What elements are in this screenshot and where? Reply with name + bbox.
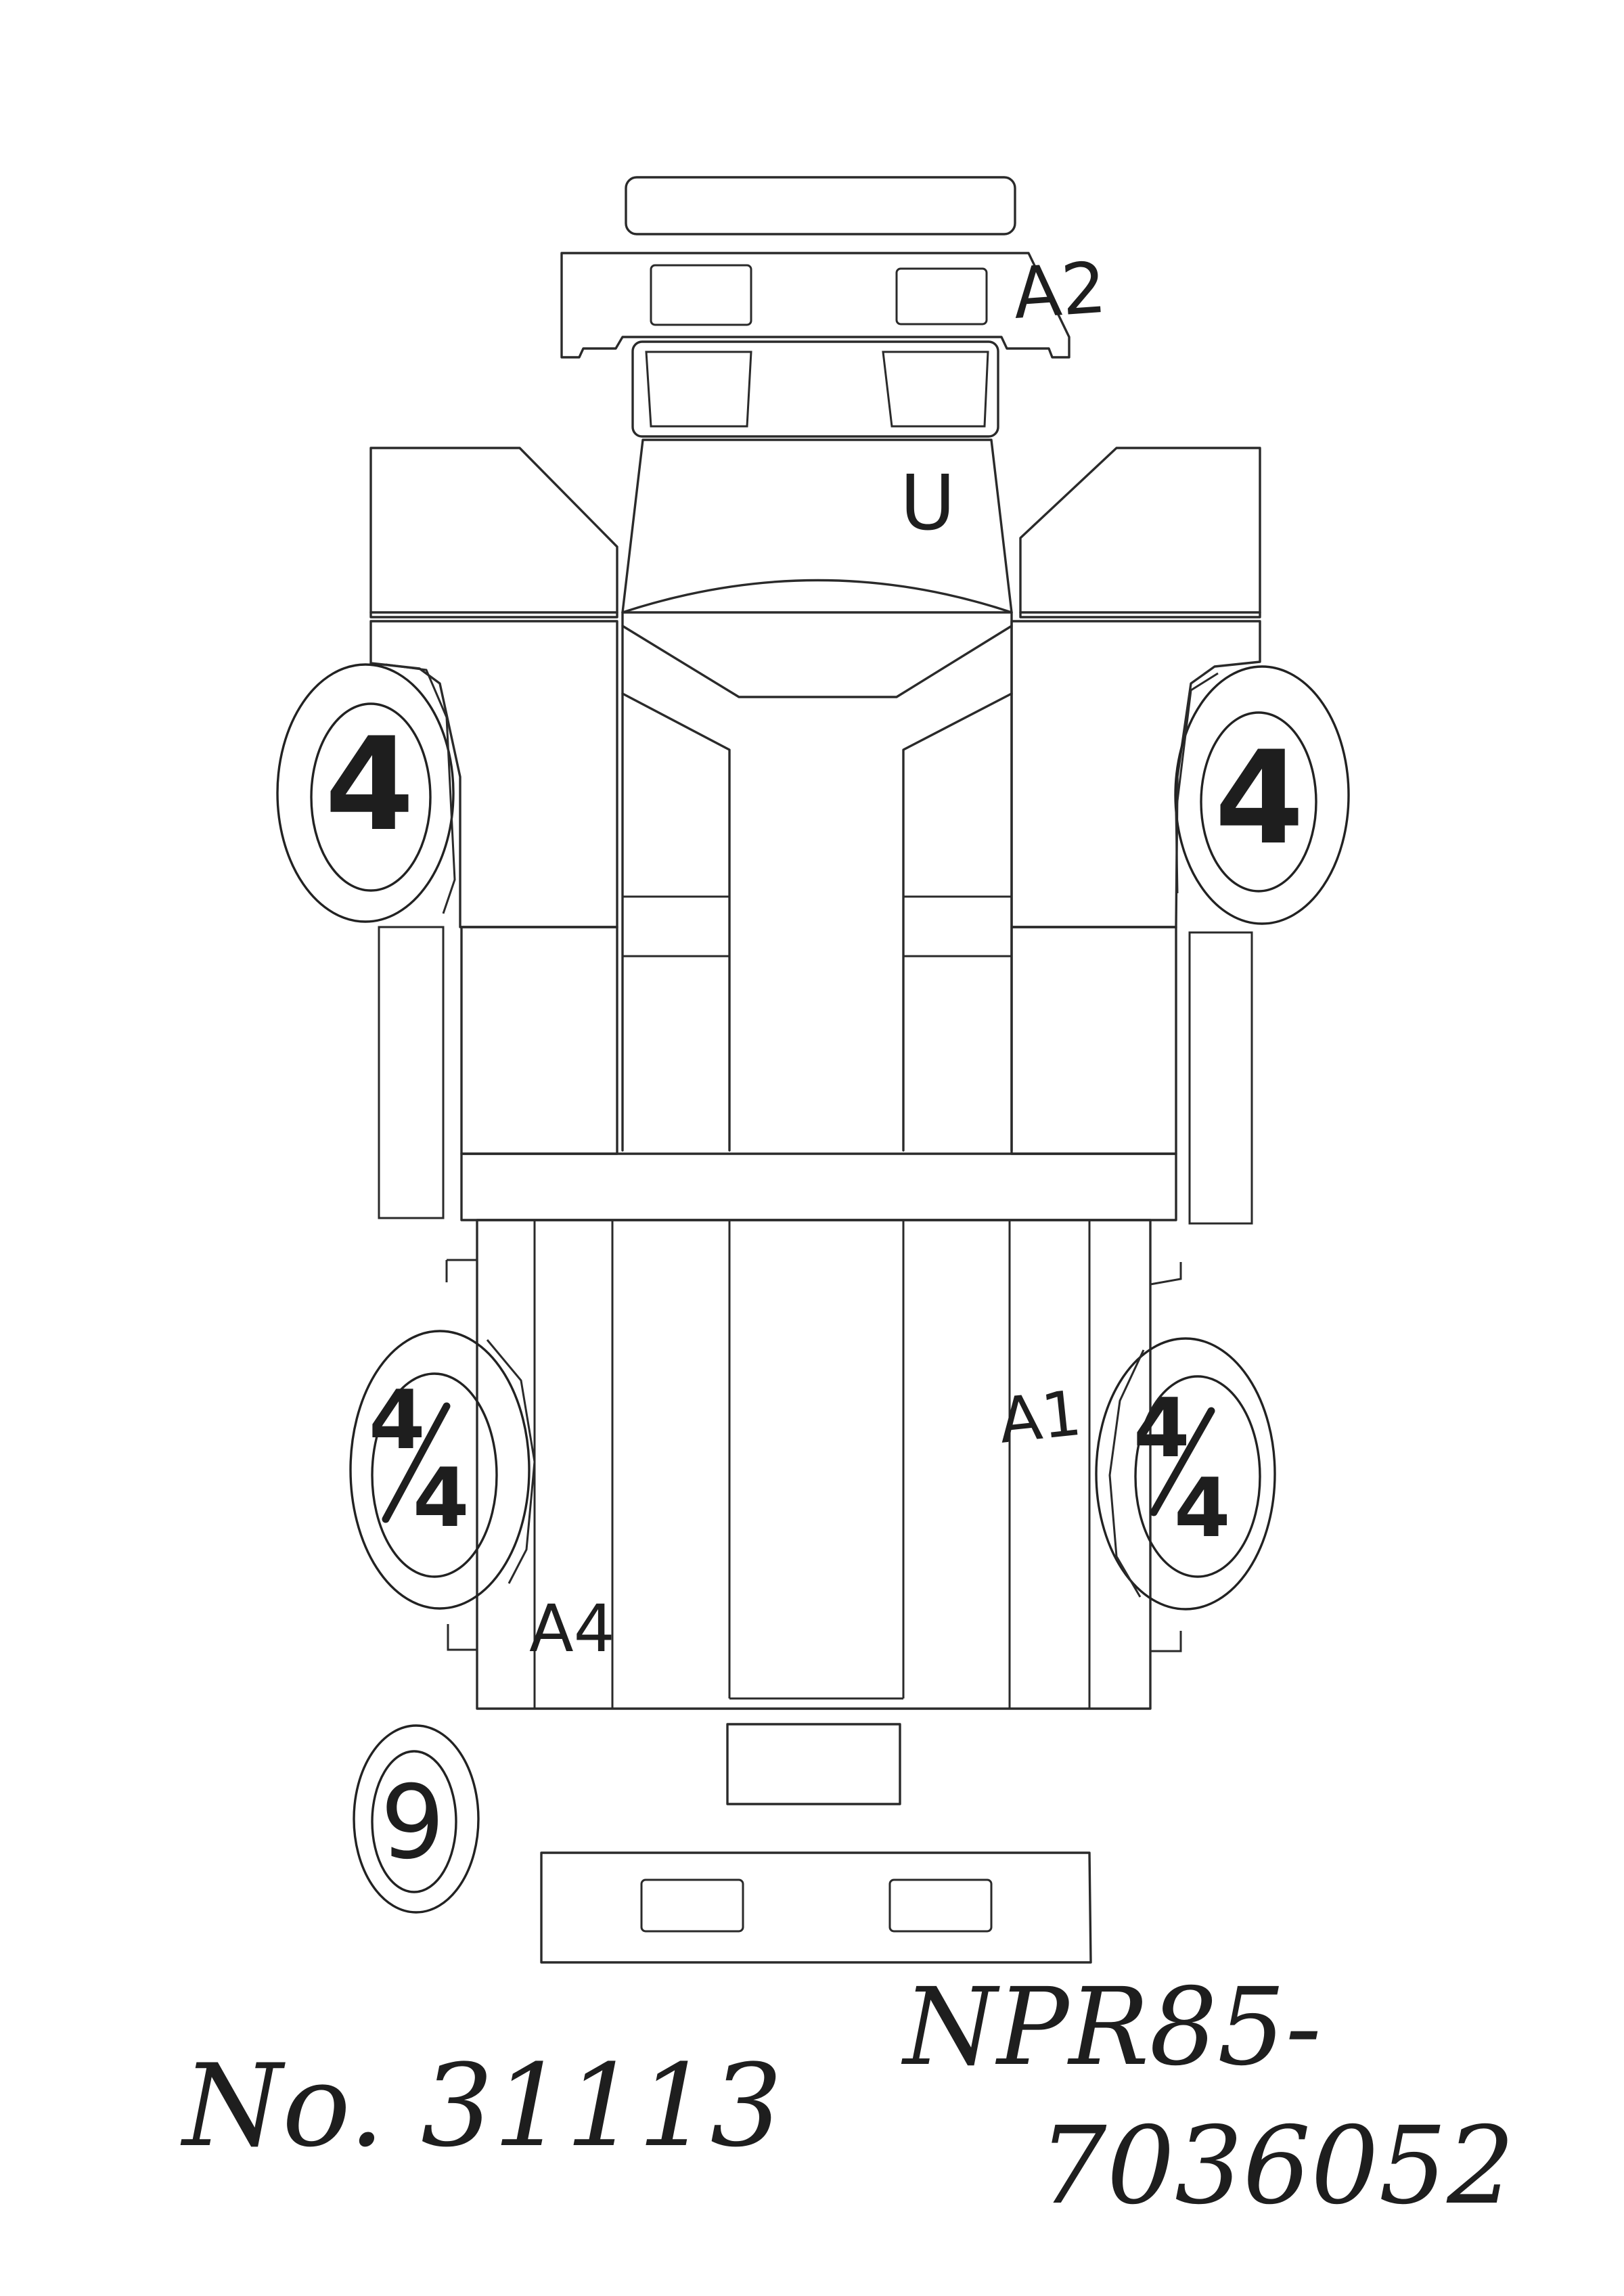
rear-bumper [540,1851,1092,1964]
rear-left-tire-bottom: 4 [413,1451,470,1546]
front-right-tire-grade: 4 [1215,723,1304,873]
front-bumper-top [625,176,1016,235]
headlight-right [895,267,988,325]
rear-left-tire-grade: 4 4 [369,1374,470,1546]
front-grille-panel [560,252,1070,359]
front-bumper-code: A2 [1010,246,1108,335]
rear-hitch-plate [726,1723,901,1805]
rear-right-wheel [1095,1337,1276,1611]
rear-left-body-code: A4 [529,1591,615,1667]
spare-tire [353,1724,480,1914]
chassis-number-line2: 7036052 [1039,2104,1515,2228]
hood-code: U [900,459,955,547]
windshield-right [882,351,989,428]
rear-right-tire-bottom: 4 [1174,1462,1231,1556]
frame-center-spine [621,625,1013,1152]
spare-tire-grade: 9 [380,1764,445,1882]
headlight-left [650,264,752,326]
taillight-left [640,1878,744,1933]
cross-member [460,1152,1177,1221]
front-left-wheel [276,663,456,923]
rear-right-body-code: A1 [995,1377,1085,1458]
rear-left-wheel [349,1330,536,1610]
front-left-tire-grade: 4 [325,710,414,859]
taillight-right [888,1878,993,1933]
step-panel-left [378,926,445,1219]
cab-door-right [1019,447,1261,618]
step-panel-right [1188,931,1253,1225]
cab-door-left [369,447,618,618]
cab-lower-sides [378,926,1253,1225]
rear-left-tire-top: 4 [369,1374,426,1468]
rear-right-tire-grade: 4 4 [1133,1382,1231,1556]
stock-number: No. 31113 [180,2040,782,2172]
chassis-number-line1: NPR85- [901,1965,1322,2090]
rear-chassis [445,1219,1182,1710]
windshield-left [645,351,752,428]
front-right-wheel [1174,665,1350,925]
windshield-frame [631,340,999,438]
cab-body-sides [369,620,1261,928]
